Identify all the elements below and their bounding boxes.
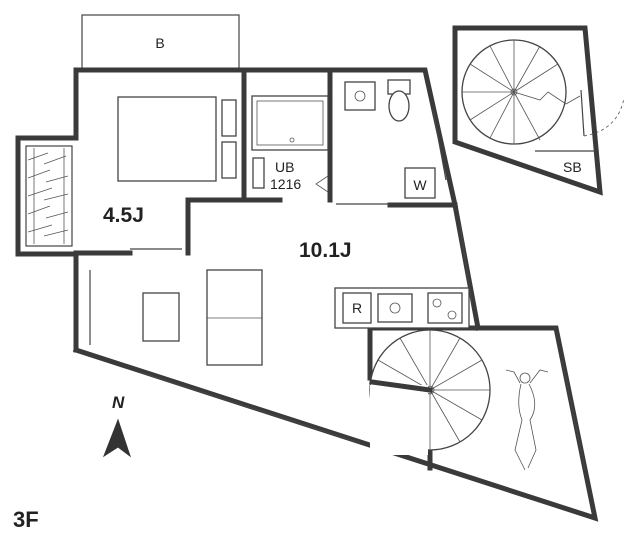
person-sketch-icon — [505, 369, 549, 471]
living-room: 10.1J — [142, 239, 352, 366]
floor-label: 3F — [13, 507, 39, 532]
toilet-room: W — [344, 79, 436, 199]
nightstand — [221, 99, 237, 137]
bathtub — [251, 95, 329, 151]
bathroom: UB 1216 — [251, 95, 329, 193]
balcony-label: B — [155, 35, 164, 51]
north-label: N — [112, 393, 125, 412]
nightstand — [221, 141, 237, 179]
storage-label: SB — [563, 159, 582, 175]
bedroom: 4.5J — [103, 96, 237, 250]
wash-basin — [344, 81, 376, 111]
roof-stair-detail: SB — [452, 25, 625, 196]
bed — [117, 96, 217, 182]
spiral-staircase — [369, 329, 491, 455]
living-size: 10.1J — [299, 239, 352, 262]
sink-counter — [252, 157, 265, 189]
toilet-bowl — [388, 90, 410, 122]
north-arrow-icon — [102, 418, 131, 458]
kitchen: R — [334, 287, 470, 329]
fridge-label: R — [352, 300, 362, 316]
door-swing-icon — [315, 175, 329, 193]
interior-walls — [73, 67, 481, 471]
outer-walls — [72, 67, 599, 522]
bathroom-type: UB — [275, 159, 294, 175]
coffee-table — [142, 292, 180, 342]
sofa — [206, 269, 263, 366]
washer-label: W — [413, 177, 427, 193]
bedroom-size: 4.5J — [103, 204, 144, 227]
closet-shelf — [15, 135, 79, 257]
bathroom-dimension: 1216 — [270, 176, 301, 192]
washer-space — [404, 167, 436, 199]
stove — [427, 292, 463, 324]
balcony: B — [81, 14, 240, 72]
compass: N — [102, 393, 131, 458]
kitchen-sink — [377, 293, 413, 323]
fridge — [342, 292, 372, 324]
